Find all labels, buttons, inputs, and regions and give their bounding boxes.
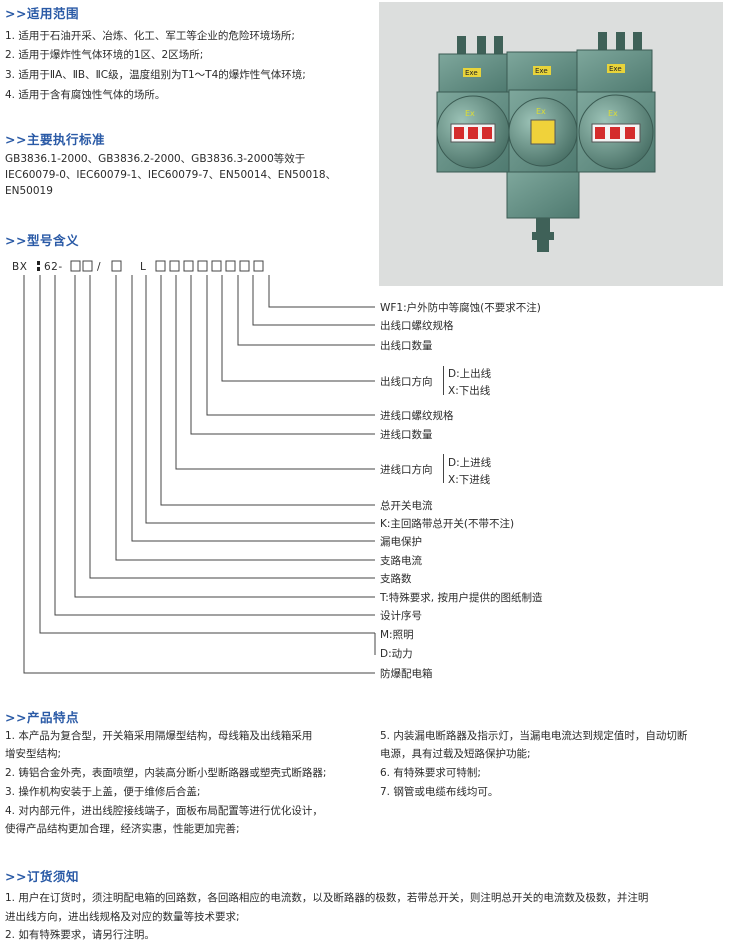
label-in-thread: 进线口螺纹规格	[380, 410, 454, 422]
leader-lines	[23, 275, 376, 674]
scope-heading: >>适用范围	[5, 6, 79, 21]
label-branch-count: 支路数	[380, 573, 412, 585]
ex-mark: Ex	[465, 109, 475, 118]
standards-line: IEC60079-0、IEC60079-1、IEC60079-7、EN50014…	[5, 169, 337, 181]
code-box	[82, 260, 93, 272]
code-box	[253, 260, 264, 272]
out-dir-bracket	[443, 366, 444, 395]
in-dir-bracket	[443, 454, 444, 483]
standards-heading: >>主要执行标准	[5, 132, 105, 147]
product-photo: Exe Exe Exe Ex Ex Ex	[379, 2, 723, 286]
code-box	[225, 260, 236, 272]
scope-item: 1. 适用于石油开采、冶炼、化工、军工等企业的危险环境场所;	[5, 30, 295, 42]
code-box	[111, 260, 122, 272]
label-out-count: 出线口数量	[380, 340, 433, 352]
code-box	[211, 260, 222, 272]
feature-line: 使得产品结构更加合理，经济实惠，性能更加完善;	[5, 823, 240, 835]
label-k-main: K:主回路带总开关(不带不注)	[380, 518, 515, 530]
label-out-dir: 出线口方向	[380, 376, 433, 388]
feature-line: 5. 内装漏电断路器及指示灯，当漏电电流达到规定值时，自动切断	[380, 730, 688, 742]
order-line: 2. 如有特殊要求，请另行注明。	[5, 929, 155, 941]
model-code-l: L	[140, 261, 147, 273]
model-heading: >>型号含义	[5, 233, 79, 248]
feature-line: 2. 铸铝合金外壳，表面喷塑，内装高分断小型断路器或塑壳式断路器;	[5, 767, 327, 779]
label-out-thread: 出线口螺纹规格	[380, 320, 454, 332]
exe-label: Exe	[465, 69, 478, 77]
model-code-slash: /	[97, 261, 102, 273]
label-out-d: D:上出线	[448, 368, 492, 380]
label-branch-current: 支路电流	[380, 555, 422, 567]
order-line: 1. 用户在订货时，须注明配电箱的回路数，各回路相应的电流数，以及断路器的极数，…	[5, 892, 649, 904]
label-in-x: X:下进线	[448, 474, 491, 486]
order-heading: >>订货须知	[5, 869, 79, 884]
code-box	[169, 260, 180, 272]
scope-item: 3. 适用于ⅡA、ⅡB、ⅡC级，温度组别为T1～T4的爆炸性气体环境;	[5, 69, 306, 81]
standards-line: GB3836.1-2000、GB3836.2-2000、GB3836.3-200…	[5, 153, 306, 165]
code-box	[155, 260, 166, 272]
label-leak: 漏电保护	[380, 536, 422, 548]
exe-label: Exe	[609, 65, 622, 73]
ex-mark: Ex	[536, 107, 546, 116]
label-box: 防爆配电箱	[380, 668, 433, 680]
code-box	[239, 260, 250, 272]
feature-line: 4. 对内部元件，进出线腔接线端子，面板布局配置等进行优化设计，	[5, 805, 323, 817]
feature-line: 6. 有特殊要求可特制;	[380, 767, 481, 779]
label-in-dir: 进线口方向	[380, 464, 433, 476]
label-t-special: T:特殊要求, 按用户提供的图纸制造	[380, 592, 543, 604]
label-out-x: X:下出线	[448, 385, 491, 397]
gas-group-marker	[37, 261, 40, 271]
label-main-current: 总开关电流	[380, 500, 433, 512]
explosion-proof-box-illustration: Exe Exe Exe Ex Ex Ex	[436, 32, 656, 252]
label-m-light: M:照明	[380, 629, 414, 641]
feature-line: 电源，具有过载及短路保护功能;	[380, 748, 531, 760]
feature-line: 增安型结构;	[5, 748, 62, 760]
label-wf1: WF1:户外防中等腐蚀(不要求不注)	[380, 302, 541, 314]
scope-item: 4. 适用于含有腐蚀性气体的场所。	[5, 89, 166, 101]
exe-label: Exe	[535, 67, 548, 75]
ex-mark: Ex	[608, 109, 618, 118]
model-code-bx: BX	[12, 261, 28, 273]
features-heading: >>产品特点	[5, 710, 79, 725]
feature-line: 7. 钢管或电缆布线均可。	[380, 786, 499, 798]
code-box	[70, 260, 81, 272]
model-code-diagram	[23, 260, 376, 674]
order-line: 进出线方向，进出线规格及对应的数量等技术要求;	[5, 911, 240, 923]
code-box	[197, 260, 208, 272]
standards-line: EN50019	[5, 185, 53, 197]
label-design-no: 设计序号	[380, 610, 422, 622]
code-box	[183, 260, 194, 272]
feature-line: 3. 操作机构安装于上盖，便于维修后合盖;	[5, 786, 201, 798]
scope-item: 2. 适用于爆炸性气体环境的1区、2区场所;	[5, 49, 204, 61]
label-in-d: D:上进线	[448, 457, 492, 469]
feature-line: 1. 本产品为复合型，开关箱采用隔爆型结构，母线箱及出线箱采用	[5, 730, 313, 742]
label-in-count: 进线口数量	[380, 429, 433, 441]
label-d-power: D:动力	[380, 648, 413, 660]
model-code-62: 62-	[44, 261, 63, 273]
